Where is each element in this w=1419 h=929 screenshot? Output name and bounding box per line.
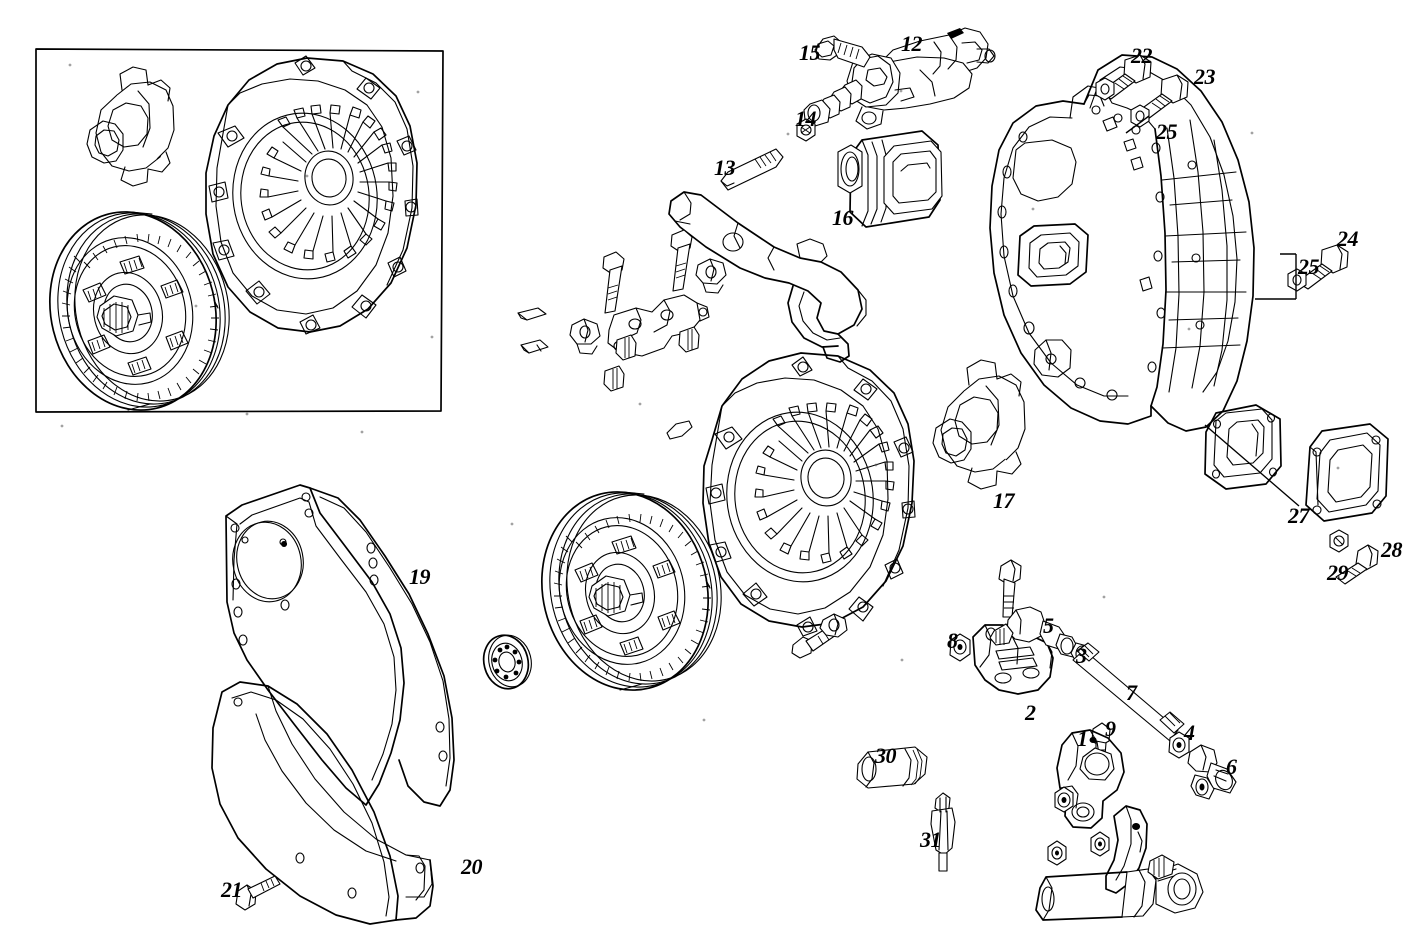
callout-2: 2	[1025, 700, 1036, 725]
callout-13: 13	[714, 155, 736, 180]
inspection-cover-27	[1204, 423, 1389, 522]
inset-pressure-plate	[205, 55, 419, 335]
washer-25-right	[1255, 253, 1307, 300]
callout-25-right: 25	[1298, 254, 1320, 279]
clutch-kit-inset	[35, 48, 444, 413]
small-bushing-lower	[1047, 840, 1067, 866]
callout-4: 4	[1184, 720, 1195, 745]
small-bushing-lower-2	[1090, 831, 1110, 857]
callout-20: 20	[461, 854, 483, 879]
callout-27: 27	[1288, 503, 1310, 528]
bracket-bolt-top	[998, 559, 1022, 618]
callout-22: 22	[1131, 43, 1153, 68]
pressure-plate-bolt	[791, 613, 848, 659]
callout-19: 19	[409, 564, 431, 589]
callout-7: 7	[1126, 680, 1137, 705]
callout-14: 14	[795, 106, 817, 131]
clutch-slave-cylinder	[803, 27, 996, 130]
callout-24: 24	[1337, 226, 1359, 251]
rubber-boot-16	[837, 130, 943, 228]
callout-1: 1	[1077, 726, 1088, 751]
washer-3	[1054, 786, 1074, 813]
adjusting-rod-7	[1072, 642, 1185, 742]
lock-nut-14	[796, 118, 816, 142]
callout-12: 12	[901, 31, 923, 56]
clutch-lever-arm-1	[1056, 729, 1125, 829]
dowel-pin	[666, 420, 693, 440]
bleeder-screw-15	[814, 35, 871, 68]
bracket-bolts	[517, 229, 727, 392]
cover-bolt-21	[235, 875, 281, 911]
callout-3: 3	[1076, 643, 1087, 668]
inset-clutch-disc	[48, 211, 230, 411]
callout-8: 8	[947, 628, 958, 653]
washer-25-upper	[1095, 77, 1150, 134]
pilot-bearing	[482, 634, 532, 690]
mounting-bracket-2	[972, 624, 1054, 695]
spacer-sleeve-30	[856, 746, 928, 789]
cover-screw-28	[1335, 544, 1379, 585]
ball-joint-5	[989, 606, 1093, 666]
cross-shaft	[1035, 854, 1204, 921]
inset-release-bearing	[86, 66, 175, 187]
callout-28: 28	[1381, 537, 1403, 562]
callout-15: 15	[799, 40, 821, 65]
callout-21: 21	[221, 877, 243, 902]
ball-joint-rod-end-6	[1187, 744, 1237, 800]
bell-housing	[989, 54, 1282, 490]
callout-6: 6	[1226, 754, 1237, 779]
clutch-pressure-plate	[702, 352, 916, 637]
bushing-8	[949, 633, 971, 662]
lock-washer-29	[1329, 529, 1349, 553]
release-bearing-17	[932, 359, 1026, 490]
callout-29: 29	[1327, 560, 1349, 585]
linkage-assembly	[949, 559, 1237, 921]
engine-backing-plate-19	[225, 484, 455, 807]
callout-23: 23	[1194, 64, 1216, 89]
callout-5: 5	[1043, 613, 1054, 638]
callout-30: 30	[875, 743, 897, 768]
callout-16: 16	[832, 205, 854, 230]
clutch-friction-disc	[540, 491, 722, 691]
callout-9: 9	[1105, 716, 1116, 741]
return-spring-pin-31	[930, 792, 956, 872]
pivot-stud-13	[720, 148, 784, 191]
callout-31: 31	[920, 827, 942, 852]
dust-cover-20	[211, 681, 434, 925]
nut-4	[1168, 731, 1190, 759]
callout-25-upper: 25	[1156, 119, 1178, 144]
callout-17: 17	[993, 488, 1015, 513]
